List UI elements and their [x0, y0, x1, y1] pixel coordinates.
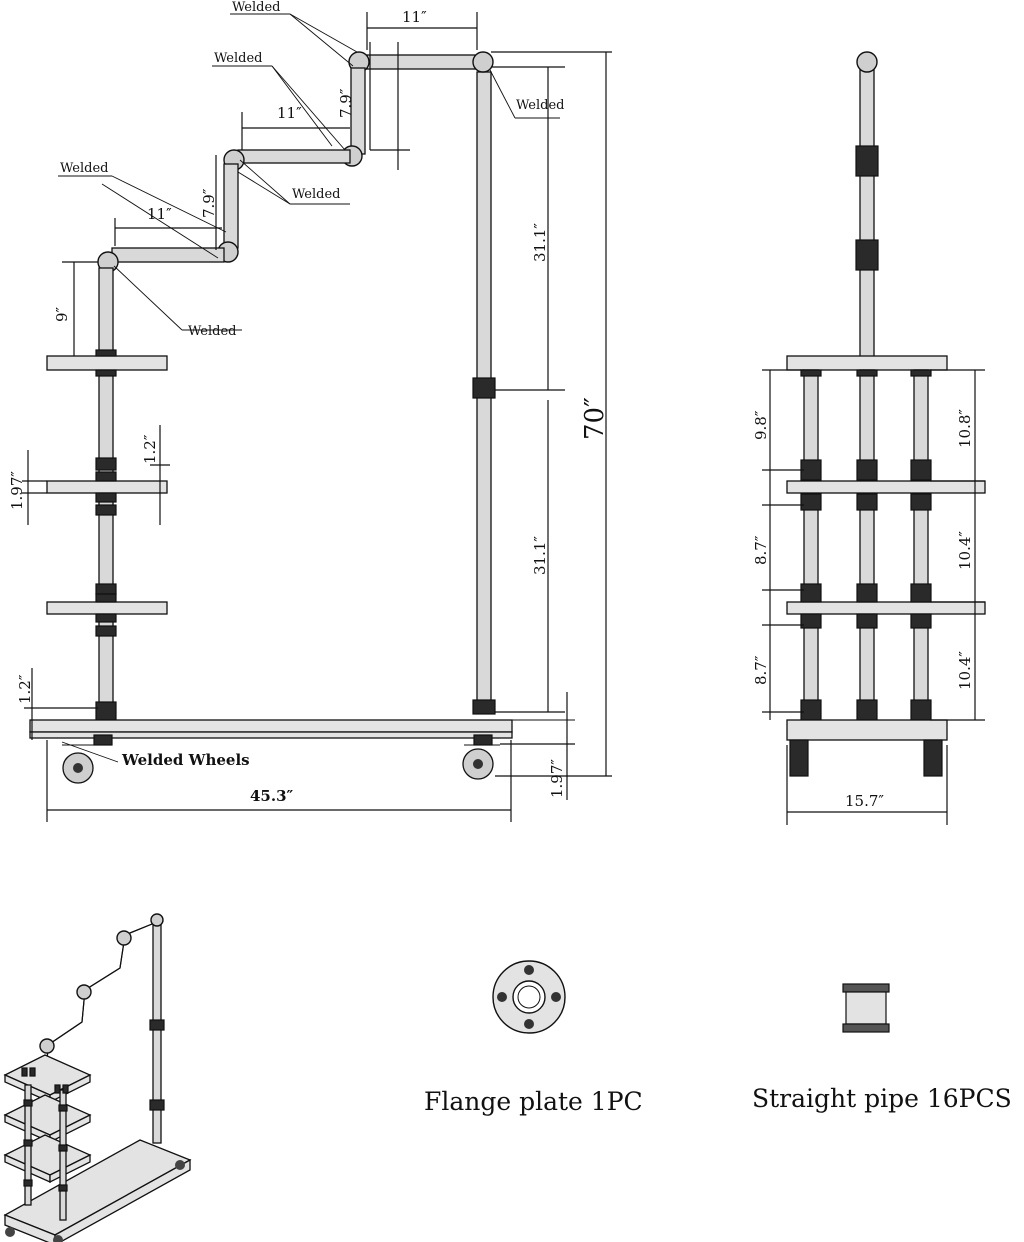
dim-post-height: 9″ [53, 306, 71, 322]
dim-upper-tall: 31.1″ [531, 223, 549, 262]
joint-3 [95, 492, 117, 503]
dim-base-gap: 1.2″ [16, 674, 34, 704]
side-coupling-2 [855, 239, 879, 271]
side-bottom-shelf [786, 601, 986, 615]
weld-label-2: Welded [214, 51, 263, 66]
weld-label-6: Welded [188, 324, 237, 339]
dim-shelf-thickness: 1.97″ [8, 471, 26, 510]
isometric-view [3, 913, 192, 1242]
left-wheel [62, 734, 113, 784]
step3-pipe [111, 247, 225, 263]
side-dim-base-width: 15.7″ [845, 792, 884, 810]
step2-vertical-pipe [223, 163, 239, 249]
side-dim-right-2: 10.4″ [956, 531, 974, 570]
welded-wheels-label: Welded Wheels [121, 751, 250, 769]
weld-label-4: Welded [60, 161, 109, 176]
step2-pipe [237, 149, 351, 164]
side-dim-left-1: 9.8″ [752, 410, 770, 440]
side-left-wheel [789, 739, 809, 777]
flange-under [95, 369, 117, 377]
bottom-shelf [46, 601, 168, 615]
joint-5 [95, 583, 117, 595]
straight-pipe-caption: Straight pipe 16PCS [752, 1084, 1012, 1113]
side-right-pipe [913, 369, 929, 721]
weld-label-3: Welded [516, 98, 565, 113]
joint-6 [95, 593, 117, 603]
dim-shelf-gap: 1.2″ [141, 434, 159, 464]
top-pipe [366, 54, 482, 70]
dim-overall-height: 70″ [580, 397, 610, 440]
joint-9 [95, 701, 117, 721]
weld-label-5: Welded [292, 187, 341, 202]
top-right-elbow [472, 51, 494, 73]
weld-label-1: Welded [232, 0, 281, 15]
right-wheel [462, 734, 500, 780]
side-dim-right-1: 10.8″ [956, 409, 974, 448]
base-board-edge [29, 731, 513, 739]
flange-plate-icon [492, 960, 566, 1034]
side-top-elbow [856, 51, 878, 73]
dim-top-width: 11″ [402, 8, 427, 26]
side-base-board [786, 719, 948, 741]
right-coupling [472, 377, 496, 399]
weld-callouts: Welded Welded Welded Welded Welded Welde… [58, 0, 565, 769]
joint-4 [95, 504, 117, 516]
side-middle-shelf [786, 480, 986, 494]
joint-8 [95, 625, 117, 637]
side-center-pole [859, 69, 875, 359]
top-shelf [46, 355, 168, 371]
side-dim-right-3: 10.4″ [956, 651, 974, 690]
straight-pipe-icon [842, 983, 890, 1033]
dim-step-width-2: 11″ [277, 104, 302, 122]
dim-lower-tall: 31.1″ [531, 536, 549, 575]
iso-legs [21, 1067, 69, 1221]
side-coupling-1 [855, 145, 879, 177]
side-dim-left-3: 8.7″ [752, 655, 770, 685]
joint-7 [95, 613, 117, 623]
side-mid-pipe [859, 369, 875, 721]
right-foot-joint [472, 699, 496, 715]
dim-wheel-height: 1.97″ [548, 759, 566, 798]
front-view: 11″ 7.9″ 11″ 7.9″ 11″ 9″ 1.2″ 1.97″ [8, 0, 612, 822]
flange-top [95, 349, 117, 357]
base-board [29, 719, 513, 733]
dim-step-width-3: 11″ [147, 205, 172, 223]
side-dim-left-2: 8.7″ [752, 535, 770, 565]
dim-base-length: 45.3″ [250, 787, 294, 805]
side-joints [800, 369, 932, 721]
side-view: 9.8″ 8.7″ 8.7″ 10.8″ 10.4″ 10.4″ 15.7″ [752, 51, 986, 825]
middle-shelf [46, 480, 168, 494]
side-top-shelf [786, 355, 948, 371]
joint-2 [95, 471, 117, 482]
dim-step-height-2: 7.9″ [200, 188, 218, 218]
side-left-pipe [803, 369, 819, 721]
dim-step-height-1: 7.9″ [337, 88, 355, 118]
joint-1 [95, 457, 117, 471]
side-right-wheel [923, 739, 943, 777]
flange-plate-caption: Flange plate 1PC [424, 1087, 643, 1116]
